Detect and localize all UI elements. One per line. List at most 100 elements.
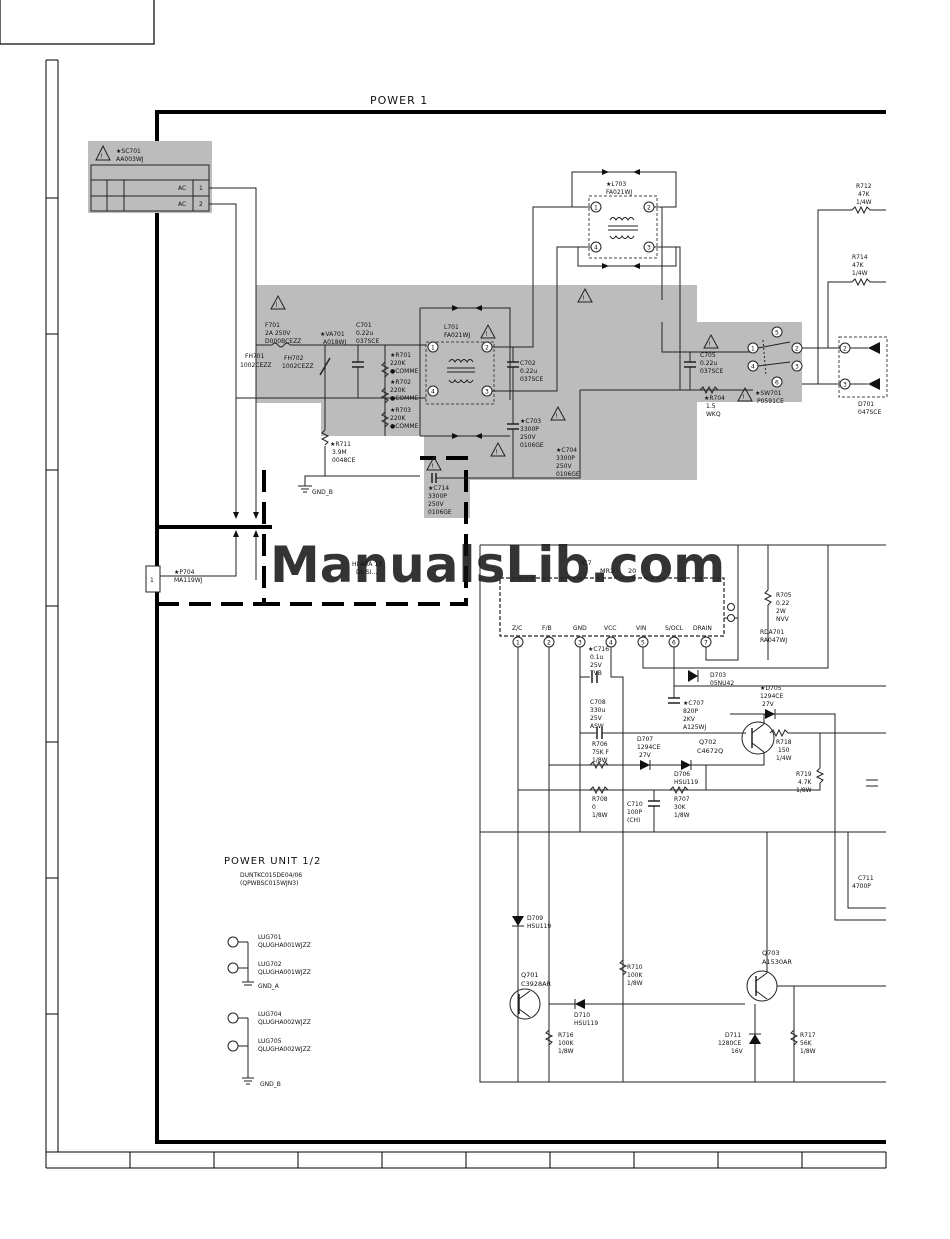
c716-v: 25V — [590, 662, 603, 669]
sheet-frame — [0, 0, 887, 1169]
r705-w: 2W — [776, 608, 786, 615]
svg-text:!: ! — [582, 295, 584, 302]
r710-ref: R710 — [627, 964, 643, 971]
c714-v: 250V — [428, 501, 444, 508]
ic-pin4-name: VCC — [604, 625, 616, 632]
r717-ref: R717 — [800, 1032, 816, 1039]
r701-part: ●COMME — [390, 368, 419, 375]
c708-v: 25V — [590, 715, 603, 722]
r706-ref: R706 — [592, 741, 608, 748]
r710-val: 100K — [627, 972, 643, 979]
svg-text:1: 1 — [594, 205, 598, 212]
f701-rating: 2A 250V — [265, 330, 291, 337]
h-ara-b: DL SI... — [356, 569, 377, 576]
c701-ref: C701 — [356, 322, 372, 329]
input-wiring: 1 ★P704 MA119WJ — [145, 187, 426, 593]
sc701-part: AA003WJ — [116, 156, 144, 163]
d701-ref: D701 — [858, 401, 874, 408]
r702-part: ●COMME — [390, 395, 419, 402]
l701-part: FA021WJ — [444, 332, 470, 339]
r718-ref: R718 — [776, 739, 792, 746]
svg-text:!: ! — [742, 394, 744, 401]
sw701-ref: ★SW701 — [755, 390, 782, 397]
ic-pin3-name: GND — [573, 625, 587, 632]
svg-text:3: 3 — [843, 382, 847, 389]
c701-val: 0.22u — [356, 330, 373, 337]
sc701-pin2-label: AC — [178, 201, 186, 208]
p704-number: 1 — [150, 577, 154, 584]
d707-ref: D707 — [637, 736, 653, 743]
c714-val: 3300P — [428, 493, 447, 500]
va701-ref: ★VA701 — [320, 331, 345, 338]
r719-val: 4.7K — [798, 779, 813, 786]
p704-part: MA119WJ — [174, 577, 203, 584]
sheet-title: POWER 1 — [370, 94, 428, 107]
dashed-region — [157, 456, 468, 606]
svg-text:!: ! — [431, 463, 433, 470]
r717-val: 56K — [800, 1040, 813, 1047]
ic-ref: IC7 — [581, 559, 592, 567]
rda701-part: RA047WJ — [760, 637, 787, 644]
c702-val: 0.22u — [520, 368, 537, 375]
r703-val: 220K — [390, 415, 406, 422]
q702-ref: Q702 — [699, 738, 717, 746]
ic-pin1-n: 1 — [516, 640, 520, 647]
d707-v: 27V — [639, 752, 652, 759]
q702-part: C4672Q — [697, 747, 723, 755]
c711-val: 4700P — [852, 883, 871, 890]
gnd-b-label: GND_B — [312, 489, 333, 496]
va701-part: A018WJ — [323, 339, 346, 346]
choke-l701: 1 4 2 3 L701 FA021WJ ! C702 0.22u 037SCE… — [419, 206, 596, 478]
d711-ref: D711 — [725, 1032, 741, 1039]
svg-text:3: 3 — [647, 245, 651, 252]
switch-section: C705 0.22u 037SCE ! ★R704 1.5 WKQ 1 4 5 … — [661, 322, 843, 418]
r703-ref: ★R703 — [390, 407, 411, 414]
d710-part: HSU119 — [574, 1020, 598, 1027]
c704-ref: ★C704 — [556, 447, 577, 454]
ic-pin2-name: F/B — [542, 625, 552, 632]
svg-text:3: 3 — [795, 364, 799, 371]
d711-part: 1280CE — [718, 1040, 741, 1047]
ic-pin6-name: S/OCL — [665, 625, 684, 632]
c714-ref: ★C714 — [428, 485, 449, 492]
watermark: ManualsLib.com — [270, 536, 725, 594]
r702-val: 220K — [390, 387, 406, 394]
ic-pin7-n: 7 — [704, 640, 708, 647]
svg-text:6: 6 — [775, 380, 779, 387]
ic-pin5-n: 5 — [641, 640, 645, 647]
d711-v: 16V — [731, 1048, 744, 1055]
c702-ref: C702 — [520, 360, 536, 367]
lug702-part: QLUGHA001WJZZ — [258, 969, 311, 976]
r704-ref: ★R704 — [704, 395, 725, 402]
ic-pins: Z/C F/B GND VCC VIN S/OCL DRAIN 1 2 3 4 … — [512, 625, 712, 648]
r711-ref: ★R711 — [330, 441, 351, 448]
r711-val: 3.9M — [332, 449, 347, 456]
lug705-ref: LUG705 — [258, 1038, 282, 1045]
c704-part: 0106GE — [556, 471, 580, 478]
svg-text:2: 2 — [795, 346, 799, 353]
h-ara-a: HI ARA 13 — [352, 561, 382, 568]
d703-ref: D703 — [710, 672, 726, 679]
sc701-ref: ★SC701 — [116, 148, 141, 155]
r716-val: 100K — [558, 1040, 574, 1047]
c701-part: 037SCE — [356, 338, 379, 345]
d706-ref: D706 — [674, 771, 690, 778]
svg-text:2: 2 — [485, 345, 489, 352]
svg-text:!: ! — [485, 331, 487, 338]
fh702-part: 1002CEZZ — [282, 363, 313, 370]
f701-part: D000BCEZZ — [265, 338, 301, 345]
c707-ref: ★C707 — [683, 700, 704, 707]
d705-v: 27V — [762, 701, 775, 708]
q701-part: C3928AR — [521, 980, 552, 988]
c703-val: 3300P — [520, 426, 539, 433]
r701-ref: ★R701 — [390, 352, 411, 359]
f701-ref: F701 — [265, 322, 280, 329]
c710-part: (CH) — [627, 817, 640, 824]
power-block-border: POWER 1 — [155, 94, 886, 1144]
c710-val: 100P — [627, 809, 642, 816]
unit-legend: POWER UNIT 1/2 DUNTKC015DE04/06 (QPWBSC0… — [224, 856, 320, 1088]
fh701-ref: FH701 — [245, 353, 265, 360]
sw701-part: P0591CE — [757, 398, 784, 405]
c707-part: A125WJ — [683, 724, 706, 731]
lug705-part: QLUGHA002WJZZ — [258, 1046, 311, 1053]
